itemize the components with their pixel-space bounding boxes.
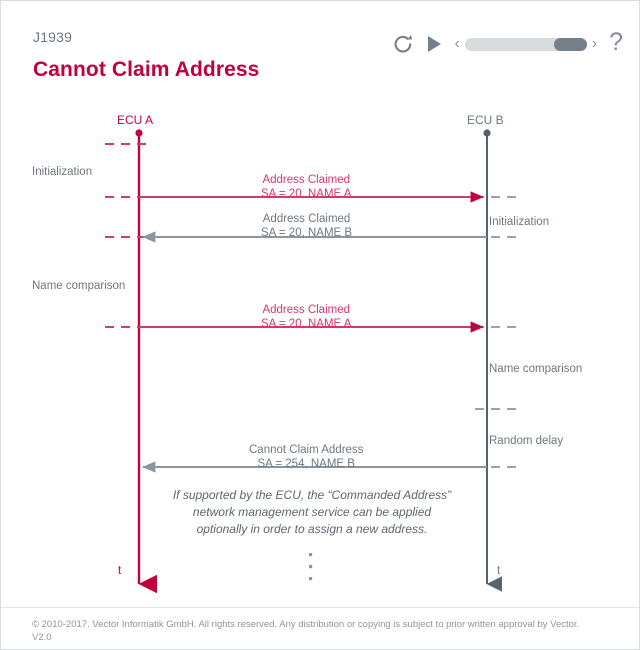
copyright-text: © 2010-2017. Vector Informatik GmbH. All…: [32, 619, 580, 643]
time-axis-label-ecu-a: t: [118, 565, 122, 577]
lifeline-label-ecu-a: ECU A: [117, 113, 154, 127]
note-line-2: network management service can be applie…: [192, 505, 432, 519]
note-line-1: If supported by the ECU, the “Commanded …: [172, 488, 452, 502]
slider-thumb[interactable]: [553, 37, 587, 51]
message-label-3: Address Claimed SA = 20, NAME A: [261, 303, 351, 331]
activity-label-name-comparison-b: Name comparison: [489, 363, 583, 375]
message-line-2: SA = 20, NAME A: [261, 188, 352, 200]
replay-icon[interactable]: [392, 33, 414, 55]
message-label-4: Cannot Claim Address SA = 254, NAME B: [249, 443, 363, 471]
message-line-1: Cannot Claim Address: [249, 444, 364, 456]
diagram-note: If supported by the ECU, the “Commanded …: [132, 487, 492, 538]
page-footer: © 2010-2017. Vector Informatik GmbH. All…: [1, 607, 639, 649]
progress-slider[interactable]: ‹ ›: [454, 36, 597, 52]
message-line-1: Address Claimed: [262, 174, 351, 186]
time-axis-label-ecu-b: t: [497, 565, 501, 577]
activity-label-initialization-b: Initialization: [489, 216, 550, 228]
ellipsis-dot: [309, 577, 313, 581]
activity-label-name-comparison-a: Name comparison: [32, 280, 126, 292]
message-line-2: SA = 254, NAME B: [257, 458, 355, 470]
page-header: J1939 Cannot Claim Address ‹ ›: [1, 1, 639, 101]
lifeline-label-ecu-b: ECU B: [467, 113, 504, 127]
message-label-1: Address Claimed SA = 20, NAME A: [261, 173, 351, 201]
note-line-3: optionally in order to assign a new addr…: [196, 522, 428, 536]
ellipsis-dot: [309, 553, 313, 557]
play-icon[interactable]: [424, 33, 444, 55]
page-title: Cannot Claim Address: [33, 58, 260, 81]
protocol-eyebrow: J1939: [33, 29, 73, 45]
sequence-diagram: ECU A ECU B Initialization Initializatio…: [1, 101, 639, 611]
message-label-2: Address Claimed SA = 20, NAME B: [261, 212, 352, 240]
message-line-2: SA = 20, NAME A: [261, 318, 352, 330]
message-line-2: SA = 20, NAME B: [261, 227, 353, 239]
ellipsis-dot: [309, 565, 313, 569]
slider-track[interactable]: [464, 37, 587, 51]
activity-label-initialization-a: Initialization: [32, 166, 93, 178]
message-line-1: Address Claimed: [262, 304, 351, 316]
message-line-1: Address Claimed: [262, 213, 351, 225]
help-icon[interactable]: ?: [609, 28, 623, 56]
activity-label-random-delay-b: Random delay: [489, 435, 564, 447]
playback-toolbar: ‹ › ?: [392, 27, 623, 61]
next-step-chevron-icon[interactable]: ›: [591, 35, 598, 52]
prev-step-chevron-icon[interactable]: ‹: [454, 35, 460, 52]
diagram-canvas: [105, 129, 523, 594]
